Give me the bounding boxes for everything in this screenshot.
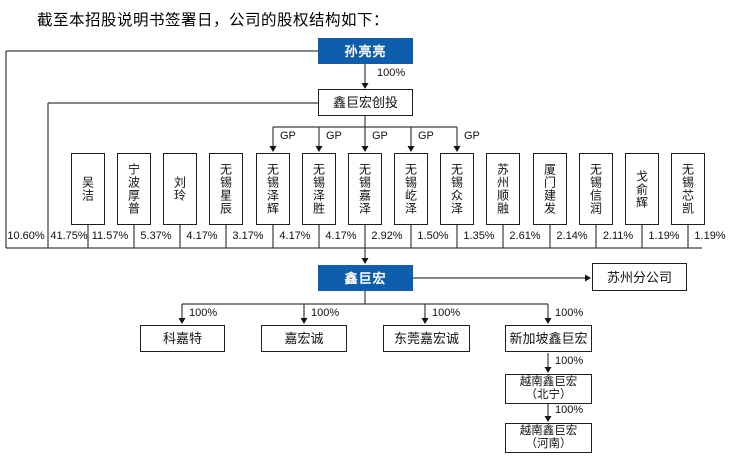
subsidiary-pct-label: 100% xyxy=(555,355,584,367)
ownership-pct-label: 1.19% xyxy=(648,230,680,242)
ownership-pct-label: 2.14% xyxy=(556,230,588,242)
ownership-pct-label: 41.75% xyxy=(50,230,88,242)
gp-label: GP xyxy=(464,130,480,142)
shareholder-box: 无锡泽胜 xyxy=(302,153,336,225)
ownership-pct-label: 1.19% xyxy=(694,230,726,242)
subsidiary-box: 嘉宏诚 xyxy=(261,325,347,352)
subsidiary-box: 越南鑫巨宏 （河南） xyxy=(505,423,592,453)
ownership-pct-label: 1.35% xyxy=(463,230,495,242)
shareholder-box: 无锡众泽 xyxy=(440,153,474,225)
subsidiary-pct-label: 100% xyxy=(189,307,218,319)
subsidiary-box: 东莞嘉宏诚 xyxy=(383,325,470,352)
gp-label: GP xyxy=(418,130,434,142)
shareholder-box: 无锡屹泽 xyxy=(394,153,428,225)
shareholder-box: 无锡嘉泽 xyxy=(348,153,382,225)
controller-pct-label: 100% xyxy=(377,67,406,79)
subsidiary-pct-label: 100% xyxy=(311,307,340,319)
subsidiary-pct-label: 100% xyxy=(555,307,584,319)
subsidiary-pct-label: 100% xyxy=(432,307,461,319)
company-box: 鑫巨宏 xyxy=(318,265,413,291)
shareholder-box: 宁波厚普 xyxy=(117,153,151,225)
ownership-pct-label: 11.57% xyxy=(91,230,129,242)
shareholder-box: 无锡信润 xyxy=(579,153,613,225)
shareholder-box: 厦门建发 xyxy=(533,153,567,225)
diagram-title: 截至本招股说明书签署日，公司的股权结构如下： xyxy=(37,12,390,29)
shareholder-box: 戈俞辉 xyxy=(625,153,659,225)
shareholder-box: 吴洁 xyxy=(71,153,105,225)
ownership-pct-label: 5.37% xyxy=(140,230,172,242)
ownership-pct-label: 2.92% xyxy=(371,230,403,242)
gp-label: GP xyxy=(280,130,296,142)
subsidiary-pct-label: 100% xyxy=(555,404,584,416)
ownership-pct-label: 2.11% xyxy=(602,230,634,242)
branch-box: 苏州分公司 xyxy=(592,263,687,291)
shareholder-box: 无锡芯凯 xyxy=(671,153,705,225)
ownership-pct-label: 1.50% xyxy=(417,230,449,242)
subsidiary-box: 科嘉特 xyxy=(140,325,225,352)
shareholder-box: 苏州顺融 xyxy=(486,153,520,225)
subsidiary-box: 新加坡鑫巨宏 xyxy=(505,325,592,352)
shareholder-box: 无锡泽辉 xyxy=(256,153,290,225)
controller-box: 孙亮亮 xyxy=(318,38,413,64)
ownership-pct-label: 4.17% xyxy=(325,230,357,242)
shareholder-box: 无锡星辰 xyxy=(209,153,243,225)
ownership-pct-label: 2.61% xyxy=(509,230,541,242)
gp-label: GP xyxy=(326,130,342,142)
subsidiary-box: 越南鑫巨宏 （北宁） xyxy=(505,374,592,404)
ownership-pct-label: 3.17% xyxy=(232,230,264,242)
holding-platform-box: 鑫巨宏创投 xyxy=(318,89,413,116)
gp-label: GP xyxy=(372,130,388,142)
shareholder-box: 刘玲 xyxy=(163,153,197,225)
ownership-pct-label: 4.17% xyxy=(186,230,218,242)
ownership-pct-label: 10.60% xyxy=(7,230,45,242)
ownership-pct-label: 4.17% xyxy=(279,230,311,242)
